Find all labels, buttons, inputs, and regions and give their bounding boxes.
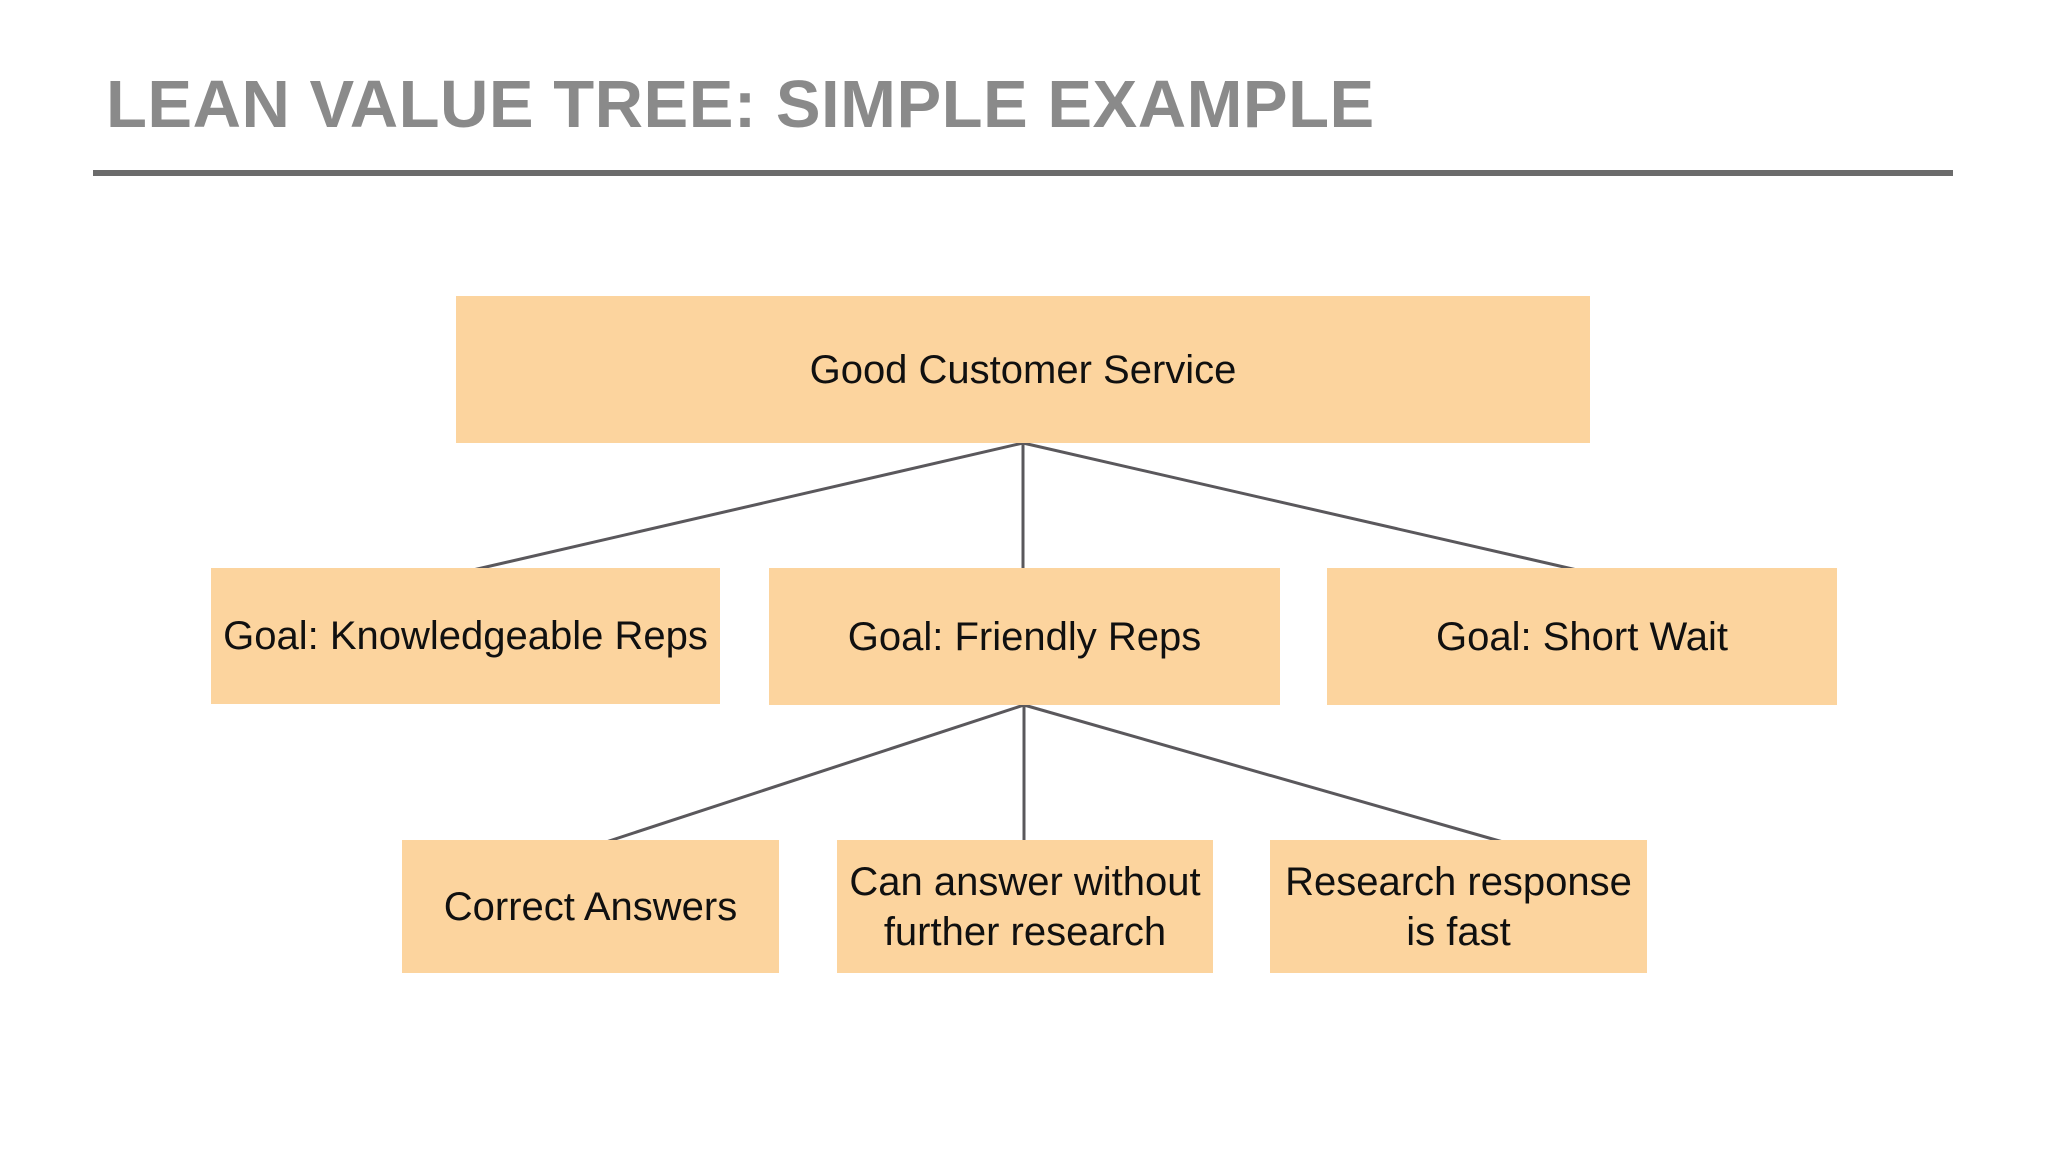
node-goal-short-wait: Goal: Short Wait: [1327, 568, 1837, 705]
edge-root-to-goal-short-wait: [1022, 441, 1578, 572]
node-good-customer-service: Good Customer Service: [456, 296, 1590, 443]
page-title: LEAN VALUE TREE: SIMPLE EXAMPLE: [106, 67, 1375, 142]
edge-goal-friendly-to-research-response-fast: [1023, 703, 1504, 844]
node-research-response-fast: Research response is fast: [1270, 840, 1647, 973]
edge-goal-friendly-to-correct-answers: [605, 703, 1025, 844]
node-goal-friendly-reps: Goal: Friendly Reps: [769, 568, 1280, 705]
node-correct-answers: Correct Answers: [402, 840, 779, 973]
edge-root-to-goal-knowledgeable-reps: [472, 441, 1024, 572]
node-answer-without-research: Can answer without further research: [837, 840, 1213, 973]
title-underline: [93, 170, 1953, 176]
node-goal-knowledgeable-reps: Goal: Knowledgeable Reps: [211, 568, 720, 704]
